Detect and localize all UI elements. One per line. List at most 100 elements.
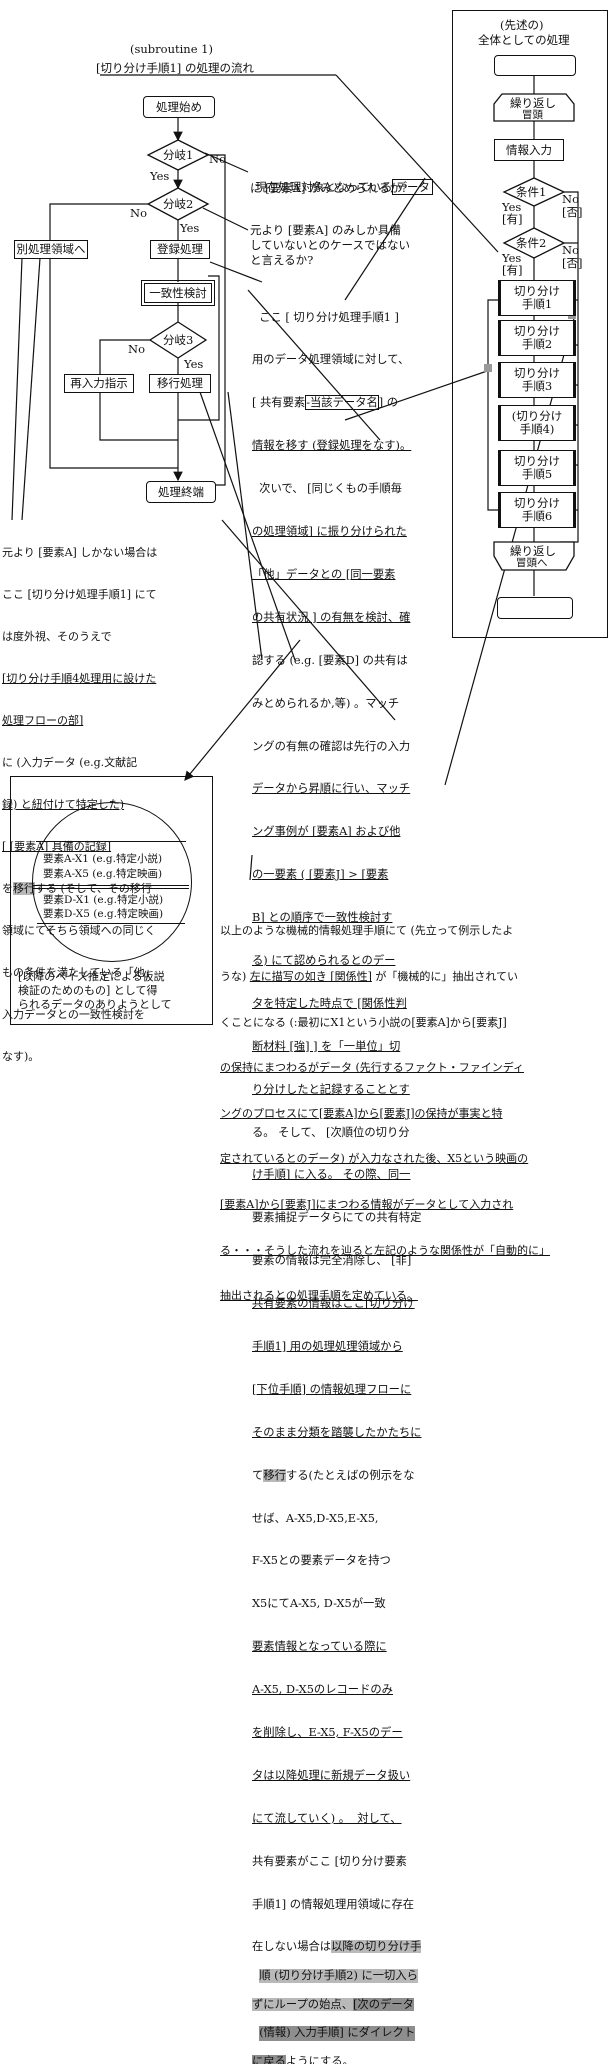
question-1-line2: に [要素A] がみとめられるか? (250, 181, 408, 195)
center-c4: 情報を移す (登録処理をなす)。 (252, 439, 412, 453)
set-circle (32, 802, 192, 962)
bottom-b2a: うな) (220, 970, 250, 984)
reinput-box: 再入力指示 (64, 374, 134, 393)
center-c30: F-X5との要素データを持つ (252, 1554, 391, 1568)
question-1-line1: 現在処理対象となっているデータ (248, 166, 433, 196)
center-c28c: する(たとえばの例示をな (285, 1468, 415, 1482)
step-1-box: 切り分け 手順1 (498, 280, 576, 316)
left-note-l12: 入力データとの一致性検討を (2, 1008, 145, 1021)
branch1-label: 分岐1 (163, 148, 194, 162)
register-box: 登録処理 (150, 240, 210, 259)
step-4-box: (切り分け 手順4) (498, 405, 576, 441)
center-c33: A-X5, D-X5のレコードのみ (252, 1683, 393, 1697)
center-c27: そのまま分類を踏襲したかたちに (252, 1425, 422, 1439)
circle-bottom-line (37, 923, 185, 924)
cond2-no: No (562, 243, 579, 257)
circle-caption-3: られるデータのありようとして (18, 998, 172, 1011)
center-c17: タを特定した時点で [関係性判 (252, 996, 407, 1010)
step-2-box: 切り分け 手順2 (498, 320, 576, 356)
question-2-line2: していないとのケースではない (250, 238, 410, 252)
left-note-migrate: 移行 (13, 882, 35, 895)
bottom-b5: ングのプロセスにて[要素A]から[要素J]の保持が事実と特 (220, 1106, 503, 1120)
cond2-yes: Yes (502, 251, 522, 265)
cond1-no: No (562, 192, 579, 206)
center-c10: みとめられるか,等) 。マッチ (252, 696, 400, 710)
left-note-l11: もの条件を満たしている「他」 (2, 966, 156, 979)
step-6-l1: 切り分け (514, 496, 560, 510)
bottom-text: 以上のような機械的情報処理手順にて (先立って例示したよ うな) 左に描写の如き… (220, 893, 550, 1319)
right-flow-header-2: 全体としての処理 (478, 33, 570, 47)
center-c39: 在しない場合は以降の切り分け手 (252, 1940, 422, 1954)
center-c11: ングの有無の確認は先行の入力 (252, 739, 411, 753)
bottom-b2: うな) 左に描写の如き [関係性] が「機械的に」抽出されてい (220, 969, 550, 984)
branch2-no: No (130, 206, 147, 220)
bottom-b8: る・・・そうした流れを辿ると左記のような関係性が「自動的に」 (220, 1243, 550, 1257)
step-1-l2: 手順1 (521, 297, 553, 311)
center-c40: 順 (切り分け手順2) に一切入ら (259, 1969, 418, 1984)
right-end-box (497, 597, 573, 619)
left-note-l1: 元より [要素A] しかない場合は (2, 546, 158, 559)
bottom-b9: 抽出されるとの処理手順を定めている。 (220, 1289, 418, 1303)
center-c37: 共有要素がここ [切り分け要素 (252, 1854, 407, 1868)
cond1-yes-br: [有] (502, 212, 523, 226)
circle-caption-1: [以降のベイズ推定による仮説 (18, 970, 165, 983)
cond1-no-br: [否] (562, 205, 583, 219)
step-6-box: 切り分け 手順6 (498, 492, 576, 528)
circle-caption-2: 検証のためのもの] として得 (18, 984, 158, 997)
loop-end-l2: 冒頭へ (516, 557, 548, 569)
center-c36: にて流していく) 。 対して、 (252, 1811, 402, 1825)
circle-row-4: 要素D-X5 (e.g.特定映画) (43, 908, 164, 920)
circle-mid-line (33, 888, 189, 889)
branch3-label: 分岐3 (163, 333, 194, 347)
center-c43a: に戻る (252, 2054, 286, 2064)
center-migrate: 移行 (263, 1468, 286, 1482)
cond1-yes: Yes (502, 200, 522, 214)
step-5-l2: 手順5 (521, 467, 553, 481)
other-area-box: 別処理領域へ (14, 240, 88, 259)
bottom-b3: くことになる (:最初にX1という小説の[要素A]から[要素J] (220, 1015, 507, 1029)
center-c41b: [次のデータ (353, 1997, 414, 2011)
step-1-l1: 切り分け (514, 284, 560, 298)
cond2-yes-br: [有] (502, 263, 523, 277)
center-c7: 「他」データとの [同一要素 (252, 567, 396, 581)
step-4-l2: 手順4) (519, 422, 555, 436)
info-input-box: 情報入力 (494, 139, 564, 161)
center-c16: る) にて認められるとのデー (252, 953, 396, 967)
center-c34: を削除し、E-X5, F-X5のデー (252, 1725, 403, 1739)
center-c29: せば、A-X5,D-X5,E-X5, (252, 1511, 379, 1525)
end-box: 処理終端 (146, 481, 216, 503)
loop-start-l1: 繰り返し (510, 96, 556, 110)
question-2-line3: と言えるか? (250, 253, 314, 267)
loop-start-l2: 冒頭 (522, 109, 543, 121)
consistency-box: 一致性検討 (141, 280, 215, 306)
migrate-box: 移行処理 (149, 374, 211, 393)
left-note-l6: に (入力データ (e.g.文献記 (2, 756, 138, 769)
step-3-box: 切り分け 手順3 (498, 362, 576, 398)
center-c12: データから昇順に行い、マッチ (252, 782, 411, 796)
branch3-yes: Yes (184, 357, 204, 371)
step-2-l2: 手順2 (521, 337, 553, 351)
center-c1: ここ [ 切り分け処理手順1 ] (252, 310, 399, 324)
center-c38: 手順1] の情報処理用領域に存在 (252, 1897, 415, 1911)
center-c28a: て (252, 1468, 264, 1482)
center-c3b: -当該データ名 (305, 395, 379, 411)
cond2-no-br: [否] (562, 256, 583, 270)
center-c15: B] との順序で一致性検討す (252, 911, 393, 925)
step-3-l2: 手順3 (521, 379, 553, 393)
step-5-box: 切り分け 手順5 (498, 450, 576, 486)
center-c9: 認する (e.g. [要素D] の共有は (252, 653, 408, 667)
branch2-yes: Yes (180, 221, 200, 235)
center-c35: タは以降処理に新規データ扱い (252, 1768, 411, 1782)
bottom-b2c: が「機械的に」抽出されてい (371, 970, 519, 984)
circle-row-1: 要素A-X1 (e.g.特定小説) (43, 853, 163, 865)
branch3-no: No (128, 342, 145, 356)
left-note-l5: 処理フローの部] (2, 714, 84, 727)
center-c6: の処理領域] に振り分けられた (252, 525, 407, 539)
center-c28: て移行する(たとえばの例示をな (252, 1468, 421, 1483)
bottom-b7: [要素A]から[要素J]にまつわる情報がデータとして入力され (220, 1198, 514, 1212)
left-note-l9a: を (2, 882, 13, 895)
left-note-l2: ここ [切り分け処理手順1] にて (2, 588, 157, 601)
left-flow-header-1: (subroutine 1) (130, 42, 213, 56)
circle-row-3: 要素D-X1 (e.g.特定小説) (43, 894, 164, 906)
center-c5: 次いで、 [同じくもの手順毎 (252, 482, 402, 496)
